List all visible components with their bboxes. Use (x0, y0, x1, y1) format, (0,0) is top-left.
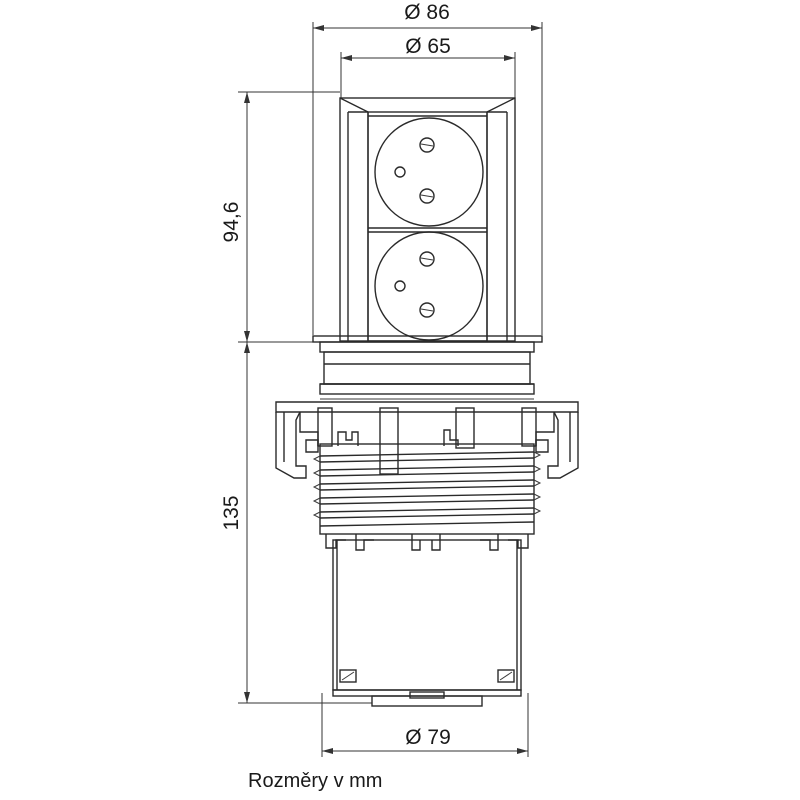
dimension-bottom: Ø 79 (321, 693, 529, 757)
lower-housing (332, 539, 522, 707)
dimension-label-bottom: Ø 79 (405, 726, 451, 749)
socket-outlet-upper (374, 117, 484, 227)
dimension-top-inner: Ø 65 (340, 35, 516, 98)
dimension-top-outer: Ø 86 (312, 1, 543, 335)
dimension-upper-height: 94,6 (220, 91, 340, 343)
socket-tower (312, 97, 543, 343)
dimension-label-lower-height: 135 (220, 495, 243, 530)
caption-units: Rozměry v mm (248, 770, 383, 792)
dimension-lower-height: 135 (220, 342, 372, 704)
socket-outlet-lower (374, 231, 484, 341)
dimension-label-top-outer: Ø 86 (404, 1, 450, 24)
flange (275, 398, 579, 479)
mounting-collar (319, 341, 535, 395)
dimension-label-upper-height: 94,6 (220, 202, 243, 243)
dimension-label-top-inner: Ø 65 (405, 35, 451, 58)
threaded-body (312, 443, 542, 551)
